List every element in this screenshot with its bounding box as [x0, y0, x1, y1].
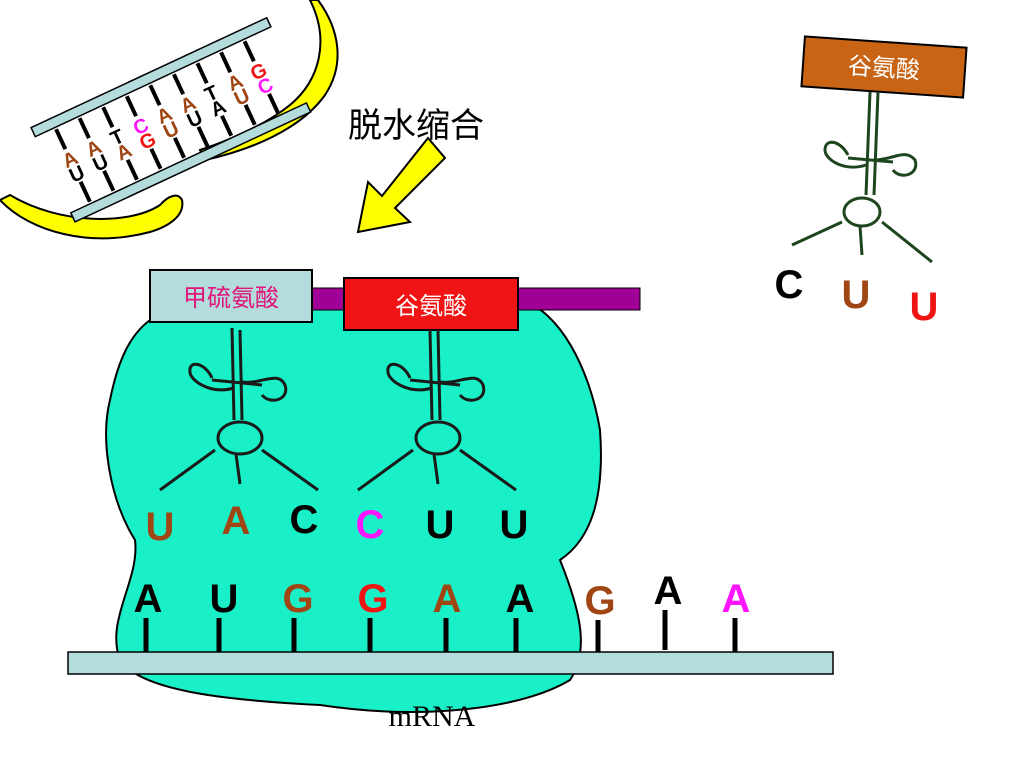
codon-base: A — [433, 577, 462, 621]
anticodon-base: A — [222, 499, 251, 543]
anticodon-base: C — [775, 263, 804, 307]
yellow-crescent-left — [0, 193, 184, 240]
mrna-label: mRNA — [389, 700, 476, 733]
anticodons-trna-1: U A C — [146, 498, 319, 549]
dehydration-condensation-label: 脱水缩合 — [348, 106, 484, 146]
mrna-base-ticks — [143, 610, 738, 655]
anticodon-base: U — [426, 503, 455, 547]
codon-base: A — [134, 577, 163, 621]
codon-base: G — [584, 579, 615, 623]
codon-base: U — [210, 577, 239, 621]
amino-acid-met-label: 甲硫氨酸 — [183, 284, 279, 312]
codon-base: G — [282, 577, 313, 621]
anticodon-base: C — [356, 503, 385, 547]
amino-acid-glu: 谷氨酸 — [343, 277, 519, 331]
anticodon-base: C — [290, 498, 319, 542]
anticodon-base: U — [146, 505, 175, 549]
yellow-arrow — [356, 136, 447, 234]
codon-base: A — [722, 577, 751, 621]
rna-base: U — [160, 118, 182, 144]
dna-rna-hybrid: A A T C A A T A G U U A G U U A U C — [30, 16, 312, 223]
mrna-codons: A U G G A A G A A — [134, 569, 751, 623]
mrna-strand — [67, 651, 834, 675]
trna-incoming — [791, 91, 933, 264]
anticodon-base: U — [842, 273, 871, 317]
rna-base: U — [66, 161, 88, 187]
rna-base: U — [90, 151, 112, 177]
anticodon-base: U — [500, 503, 529, 547]
rna-base: U — [184, 107, 206, 133]
amino-acid-met: 甲硫氨酸 — [149, 269, 313, 323]
anticodons-trna-incoming: C U U — [775, 263, 939, 329]
rna-base: C — [255, 74, 277, 100]
trna-2 — [357, 329, 517, 492]
amino-acid-incoming-label: 谷氨酸 — [847, 52, 921, 85]
trna-1 — [159, 327, 319, 492]
codon-base: A — [506, 577, 535, 621]
rna-base: G — [136, 128, 159, 155]
rna-base: A — [207, 96, 229, 122]
anticodons-trna-2: C U U — [356, 503, 529, 547]
rna-base: U — [231, 85, 253, 111]
amino-acid-glu-label: 谷氨酸 — [395, 292, 467, 320]
amino-acid-incoming: 谷氨酸 — [800, 35, 968, 99]
anticodon-base: U — [910, 285, 939, 329]
rna-base: A — [113, 140, 135, 166]
codon-base: G — [357, 577, 388, 621]
codon-base: A — [654, 569, 683, 613]
